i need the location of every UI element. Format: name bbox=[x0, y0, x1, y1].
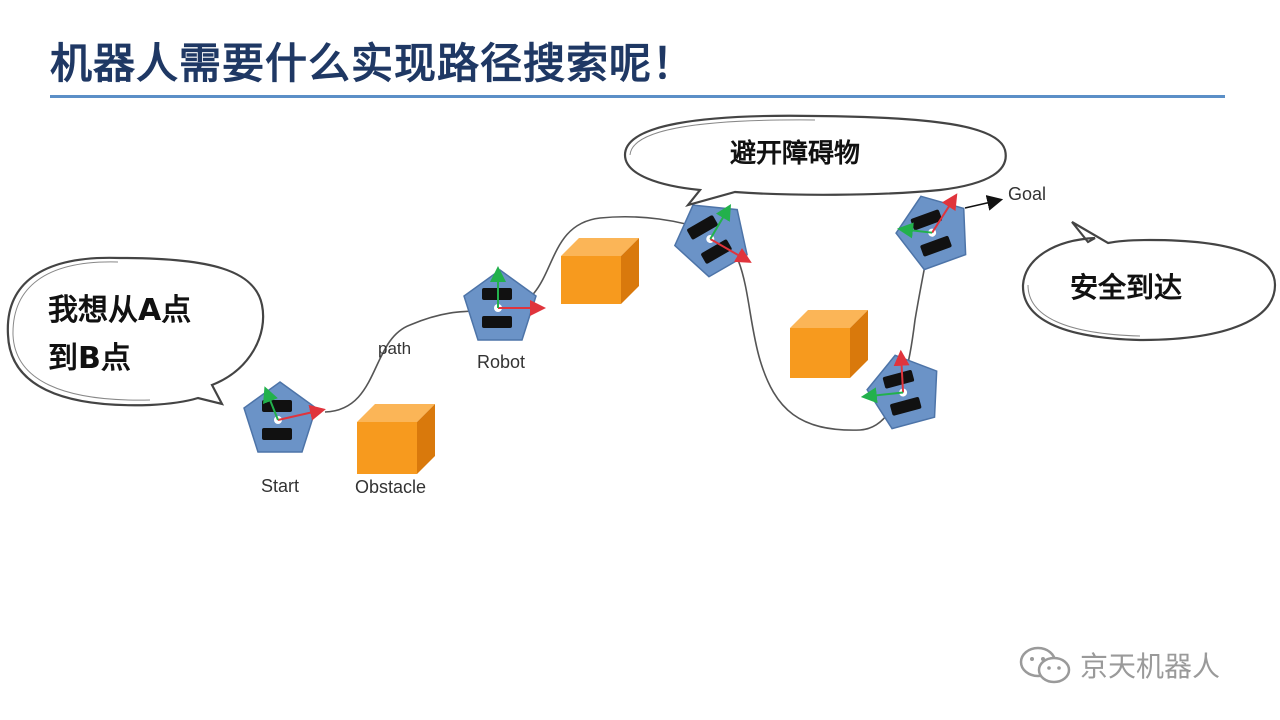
goal-label: Goal bbox=[1008, 184, 1046, 204]
bubble-start-line2: 到B点 bbox=[48, 341, 131, 376]
obstacle-label: Obstacle bbox=[355, 477, 426, 497]
y-axis-arrow bbox=[897, 222, 933, 239]
start-label: Start bbox=[261, 476, 299, 496]
y-axis-arrow bbox=[709, 203, 732, 240]
y-axis-arrow bbox=[263, 386, 279, 421]
obstacle-cube-3 bbox=[790, 310, 868, 378]
title-divider bbox=[50, 95, 1225, 98]
goal-arrow bbox=[964, 195, 1004, 211]
bubble-arrive-text: 安全到达 bbox=[1070, 271, 1182, 304]
watermark-text: 京天机器人 bbox=[1080, 650, 1221, 683]
y-axis-arrow bbox=[860, 387, 904, 404]
x-axis-arrow bbox=[709, 238, 752, 263]
robot-avoid bbox=[661, 186, 760, 285]
robot-middle bbox=[463, 266, 546, 341]
speech-bubble-avoid bbox=[623, 114, 1007, 207]
x-axis-arrow bbox=[277, 404, 326, 421]
speech-bubble-arrive bbox=[1021, 221, 1277, 342]
obstacle-cube-1 bbox=[357, 404, 435, 474]
obstacle-cube-2 bbox=[561, 238, 639, 304]
bubble-start-line1: 我想从A点 bbox=[48, 293, 191, 328]
x-axis-arrow bbox=[893, 349, 910, 393]
wechat-icon bbox=[1019, 646, 1071, 684]
speech-bubble-start bbox=[6, 256, 265, 407]
robot-start bbox=[243, 381, 326, 453]
bubble-avoid-text: 避开障碍物 bbox=[730, 138, 860, 169]
x-axis-arrow bbox=[931, 193, 958, 234]
path-label: path bbox=[378, 339, 411, 358]
watermark: 京天机器人 bbox=[1018, 645, 1220, 685]
robot-turning bbox=[859, 345, 949, 433]
robot-goal bbox=[886, 183, 980, 276]
robot-label: Robot bbox=[477, 352, 525, 372]
page-title: 机器人需要什么实现路径搜索呢！ bbox=[50, 39, 696, 88]
